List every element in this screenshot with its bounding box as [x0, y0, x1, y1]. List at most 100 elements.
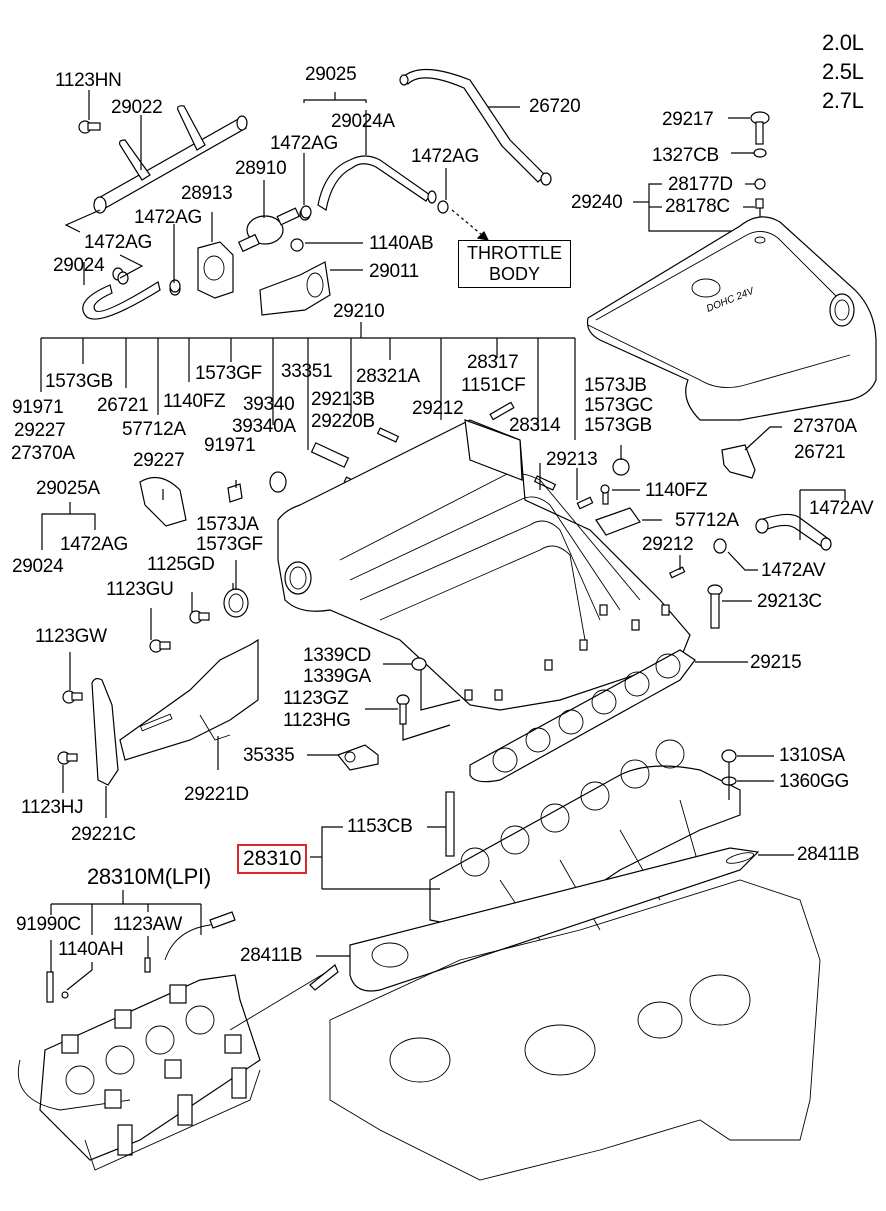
part-label[interactable]: 1140FZ: [163, 391, 226, 412]
part-label[interactable]: 1123AW: [113, 914, 182, 935]
part-label[interactable]: 1140FZ: [645, 480, 708, 501]
part-label[interactable]: 1123HG: [283, 710, 351, 731]
leader-lines-lpi: [50, 890, 202, 991]
callout-line: BODY: [489, 264, 541, 284]
part-label[interactable]: 1123GU: [106, 579, 174, 600]
part-label[interactable]: 29212: [412, 398, 464, 419]
part-label[interactable]: 29220B: [311, 411, 375, 432]
part-label[interactable]: 29217: [662, 109, 714, 130]
part-label[interactable]: 1327CB: [652, 145, 719, 166]
part-label[interactable]: 1573GB: [45, 371, 113, 392]
part-label[interactable]: 91971: [204, 435, 256, 456]
part-label[interactable]: 28178C: [665, 196, 730, 217]
part-label[interactable]: 1339GA: [303, 666, 371, 687]
part-label[interactable]: 1573JA: [196, 514, 259, 535]
part-label[interactable]: 28314: [509, 415, 561, 436]
part-label[interactable]: 1472AG: [270, 133, 338, 154]
part-label[interactable]: 1140AH: [58, 939, 124, 960]
part-label[interactable]: 26721: [97, 395, 149, 416]
intake-manifold: [277, 419, 691, 711]
engine-variant-label: 2.7L: [822, 88, 864, 113]
lpi-part-number: 28310M: [87, 864, 165, 889]
part-label[interactable]: 1339CD: [303, 645, 371, 666]
part-label[interactable]: 29215: [750, 652, 802, 673]
part-label[interactable]: 1125GD: [147, 554, 215, 575]
leader-lines-top: [64, 90, 520, 285]
part-label[interactable]: 29213: [546, 449, 598, 470]
part-label[interactable]: 57712A: [675, 510, 739, 531]
part-label[interactable]: 1573GB: [584, 415, 652, 436]
valve-28910: [237, 207, 300, 253]
part-label[interactable]: 1123GZ: [283, 688, 349, 709]
part-label[interactable]: 1472AG: [84, 232, 152, 253]
grommet-28177D: [754, 178, 766, 190]
part-label[interactable]: 1472AV: [761, 560, 826, 581]
part-label[interactable]: 29024A: [331, 111, 395, 132]
part-label[interactable]: 1123GW: [35, 626, 107, 647]
part-label[interactable]: 28913: [181, 183, 233, 204]
part-label[interactable]: 1573GF: [196, 534, 263, 555]
part-label[interactable]: 29213B: [311, 389, 375, 410]
part-label[interactable]: 28910: [235, 158, 287, 179]
part-label[interactable]: 29024: [12, 556, 64, 577]
part-label[interactable]: 27370A: [793, 416, 857, 437]
part-label[interactable]: 1472AG: [411, 146, 479, 167]
leader-lines-right: [539, 426, 846, 602]
part-label[interactable]: 26721: [794, 442, 846, 463]
part-label[interactable]: 29022: [111, 97, 163, 118]
part-label[interactable]: 35335: [243, 745, 295, 766]
part-label[interactable]: 1123HJ: [21, 797, 84, 818]
part-label[interactable]: 29240: [571, 192, 623, 213]
part-label[interactable]: 39340: [243, 394, 295, 415]
part-label[interactable]: 29212: [642, 534, 694, 555]
part-label[interactable]: 28411B: [240, 945, 303, 966]
leader-lines-left: [41, 480, 461, 818]
part-label[interactable]: 57712A: [122, 419, 186, 440]
bolts-left: [57, 588, 249, 765]
part-label[interactable]: 28411B: [797, 844, 860, 865]
part-label[interactable]: 29210: [333, 301, 385, 322]
part-label[interactable]: 1360GG: [779, 771, 850, 792]
part-label[interactable]: 28317: [467, 352, 519, 373]
part-label[interactable]: 1310SA: [779, 745, 845, 766]
part-label[interactable]: 91990C: [16, 914, 81, 935]
part-label[interactable]: 29221D: [184, 784, 249, 805]
part-label[interactable]: 1573GF: [195, 363, 262, 384]
clamp-28913: [197, 241, 234, 299]
part-label[interactable]: 29227: [133, 450, 185, 471]
part-label[interactable]: 1472AV: [809, 498, 874, 519]
part-label[interactable]: 1123HN: [55, 70, 122, 91]
leader-lines-cover: [633, 117, 761, 242]
part-label[interactable]: 29025A: [36, 478, 100, 499]
part-label[interactable]: 29011: [369, 261, 419, 282]
part-label[interactable]: 1472AG: [134, 207, 202, 228]
clamps-1472AG: [117, 200, 449, 293]
part-label[interactable]: 91971: [12, 397, 64, 418]
part-label[interactable]: 1153CB: [347, 816, 413, 837]
part-label[interactable]: 29025: [305, 64, 357, 85]
part-label[interactable]: 28177D: [668, 174, 733, 195]
part-label[interactable]: 1140AB: [369, 233, 434, 254]
part-label[interactable]: 29024: [53, 255, 105, 276]
part-label[interactable]: 29221C: [71, 824, 136, 845]
lpi-group-label[interactable]: 28310M(LPI): [87, 864, 211, 890]
part-label[interactable]: 39340A: [232, 416, 296, 437]
part-label[interactable]: 1573GC: [584, 395, 653, 416]
clip-35335: [337, 744, 379, 771]
bolt-29217: [750, 111, 770, 145]
part-label[interactable]: 26720: [529, 96, 581, 117]
part-label[interactable]: 1472AG: [60, 534, 128, 555]
part-label[interactable]: 29227: [14, 420, 66, 441]
manifold-small-parts: [139, 401, 630, 527]
gasket-29215: [469, 649, 696, 783]
engine-cover-29240: DOHC 24V: [586, 216, 877, 421]
part-label[interactable]: 1573JB: [584, 375, 647, 396]
collar-28178C: [755, 198, 764, 209]
part-label[interactable]: 27370A: [11, 443, 75, 464]
part-label[interactable]: 29213C: [757, 591, 822, 612]
part-label[interactable]: 1151CF: [461, 375, 526, 396]
highlighted-part-28310[interactable]: 28310: [237, 844, 308, 874]
part-label[interactable]: 33351: [281, 361, 333, 382]
part-label[interactable]: 28321A: [356, 366, 420, 387]
